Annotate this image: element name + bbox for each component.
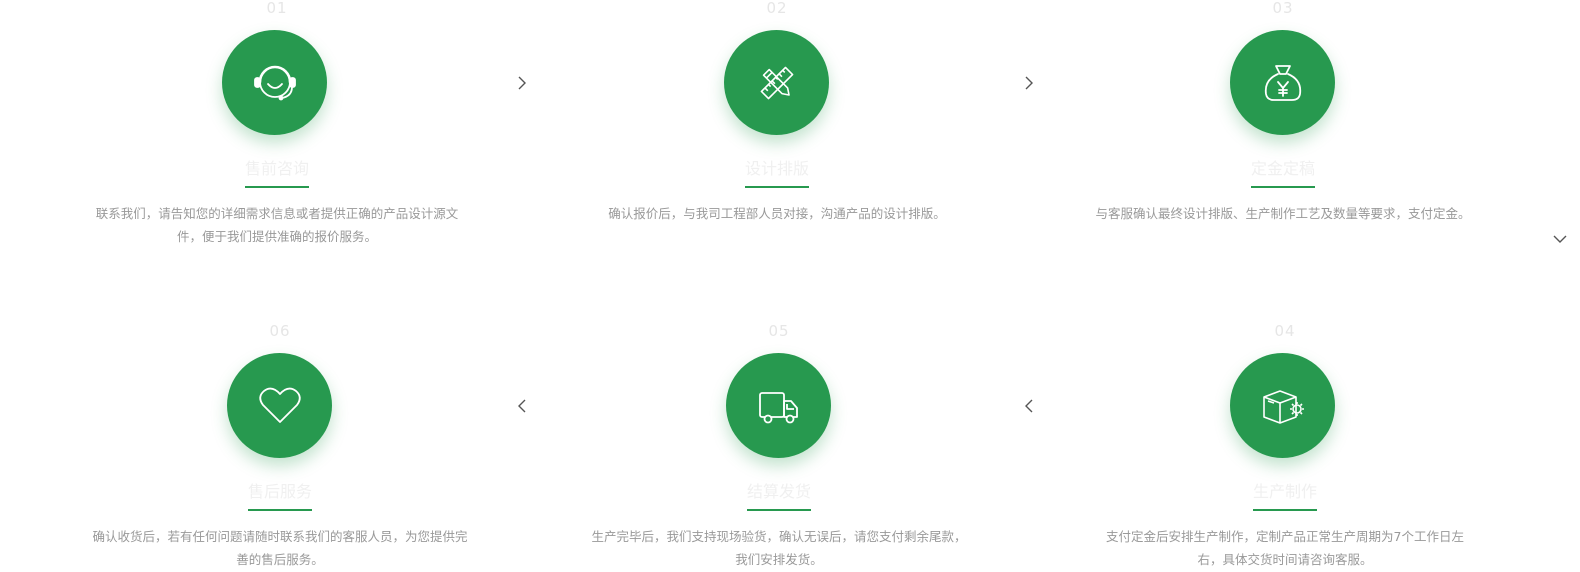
step-number: 01 xyxy=(266,0,288,17)
step-description: 联系我们，请告知您的详细需求信息或者提供正确的产品设计源文件，便于我们提供准确的… xyxy=(95,206,459,244)
step-description: 确认报价后，与我司工程部人员对接，沟通产品的设计排版。 xyxy=(608,206,946,221)
arrow-right-icon xyxy=(1021,75,1037,91)
heart-icon xyxy=(258,387,301,423)
step-icon-circle xyxy=(1230,353,1335,458)
step-icon-circle xyxy=(1230,30,1335,135)
step-number: 06 xyxy=(269,322,291,340)
step-title: 售后服务 xyxy=(247,482,312,501)
step-title: 生产制作 xyxy=(1252,482,1317,501)
arrow-left-icon xyxy=(1021,398,1037,414)
headset-icon xyxy=(253,65,296,100)
step-description: 支付定金后安排生产制作，定制产品正常生产周期为7个工作日左右，具体交货时间请咨询… xyxy=(1106,529,1464,567)
step-title-underline xyxy=(245,186,309,188)
step-number: 03 xyxy=(1272,0,1294,17)
step-description: 与客服确认最终设计排版、生产制作工艺及数量等要求，支付定金。 xyxy=(1095,206,1471,221)
step-title-underline xyxy=(248,509,312,511)
ruler-pencil-icon xyxy=(760,66,793,99)
step-title-underline xyxy=(747,509,811,511)
arrow-left-icon xyxy=(514,398,530,414)
step-title: 定金定稿 xyxy=(1250,159,1315,178)
step-number: 02 xyxy=(766,0,788,17)
step-title-underline xyxy=(745,186,809,188)
step-title: 结算发货 xyxy=(746,482,811,501)
step-title: 售前咨询 xyxy=(244,159,309,178)
step-icon-circle xyxy=(222,30,327,135)
arrow-right-icon xyxy=(514,75,530,91)
step-icon-circle xyxy=(724,30,829,135)
step-icon-circle xyxy=(726,353,831,458)
step-title: 设计排版 xyxy=(744,159,809,178)
step-number: 05 xyxy=(768,322,790,340)
box-gear-icon xyxy=(1262,389,1304,424)
step-description: 确认收货后，若有任何问题请随时联系我们的客服人员，为您提供完善的售后服务。 xyxy=(92,529,468,567)
step-title-underline xyxy=(1251,186,1315,188)
chevron-down-icon xyxy=(1552,231,1568,247)
step-description: 生产完毕后，我们支持现场验货，确认无误后，请您支付剩余尾款，我们安排发货。 xyxy=(591,529,967,567)
step-icon-circle xyxy=(227,353,332,458)
step-number: 04 xyxy=(1274,322,1296,340)
money-bag-icon xyxy=(1264,64,1301,101)
truck-icon xyxy=(758,391,798,423)
step-title-underline xyxy=(1253,509,1317,511)
